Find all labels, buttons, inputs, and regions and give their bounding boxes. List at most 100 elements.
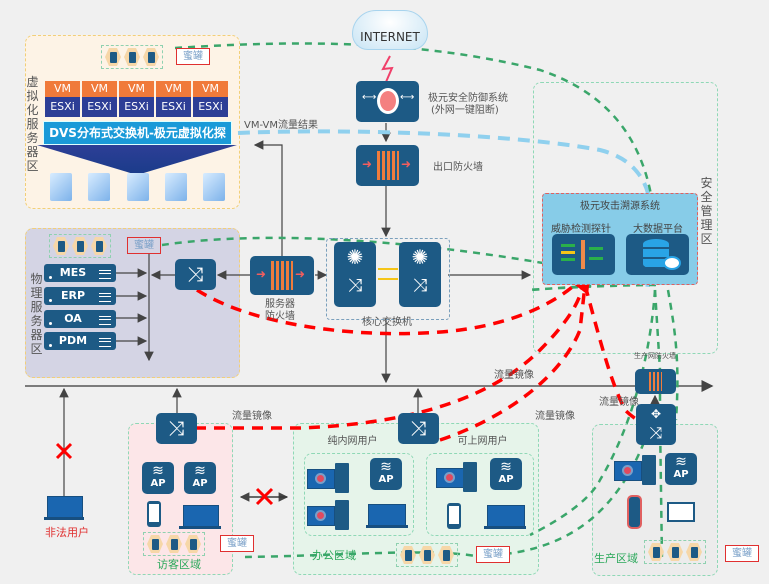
virtual-zone-title: 虚拟化服务器区 bbox=[26, 75, 39, 173]
intranet-pc-monitor-icon bbox=[307, 469, 335, 489]
production-firewall-label: 生产网防火墙 bbox=[634, 352, 676, 360]
security-zone-title: 安全管理区 bbox=[700, 176, 713, 246]
vm-label: VM bbox=[119, 81, 154, 97]
honeypot-label[interactable]: 蜜罐 bbox=[220, 535, 254, 552]
honeypot-node-icon bbox=[438, 546, 454, 564]
firewall-icon bbox=[649, 372, 662, 391]
mirror-label: 流量镜像 bbox=[599, 397, 639, 408]
server-firewall-device[interactable]: ➜ ➜ bbox=[250, 256, 314, 295]
probe-label: 威胁检测探针 bbox=[551, 224, 611, 235]
internet-cloud-icon bbox=[352, 10, 428, 50]
honeypot-node-icon bbox=[166, 535, 182, 553]
wifi-icon: ≋ bbox=[194, 463, 206, 479]
honeypot-nodes bbox=[49, 234, 111, 258]
intranet-users-group bbox=[304, 453, 414, 536]
defense-system-sublabel: (外网一键阻断) bbox=[431, 105, 499, 116]
mirror-label: 流量镜像 bbox=[494, 370, 534, 381]
guest-zone bbox=[128, 423, 233, 575]
core-switch-label: 核心交换机 bbox=[362, 317, 412, 328]
intranet-users-label: 纯内网用户 bbox=[327, 436, 378, 447]
core-link-icon bbox=[378, 268, 398, 280]
office-switch[interactable]: ⤨ bbox=[398, 413, 439, 444]
vm-label: VM bbox=[82, 81, 117, 97]
intranet-laptop-icon bbox=[368, 504, 406, 526]
production-pc-tower-icon bbox=[642, 455, 656, 485]
physical-zone-switch[interactable]: ⤨ bbox=[175, 259, 216, 290]
honeypot-nodes bbox=[644, 540, 706, 564]
firewall-icon bbox=[377, 151, 399, 180]
security-management-zone bbox=[533, 82, 718, 354]
production-pc-monitor-icon bbox=[614, 461, 642, 481]
honeypot-label[interactable]: 蜜罐 bbox=[176, 48, 210, 65]
server-oa[interactable]: OA bbox=[44, 310, 116, 328]
honeypot-label[interactable]: 蜜罐 bbox=[725, 545, 759, 562]
wifi-icon: ≋ bbox=[152, 463, 164, 479]
blocked-x-icon bbox=[255, 487, 274, 506]
internet-pc-monitor-icon bbox=[436, 468, 464, 488]
internet-link-icon bbox=[381, 55, 394, 83]
esxi-label: ESXi bbox=[82, 97, 117, 117]
esxi-label: ESXi bbox=[193, 97, 228, 117]
attack-tracing-system[interactable]: 极元攻击溯源系统 威胁检测探针 大数据平台 bbox=[542, 193, 698, 285]
server-host-icon bbox=[164, 173, 187, 201]
vm-flow-path bbox=[237, 129, 653, 231]
server-pdm[interactable]: PDM bbox=[44, 332, 116, 350]
internet-label: INTERNET bbox=[360, 30, 420, 44]
intranet-ap[interactable]: ≋AP bbox=[370, 458, 402, 490]
wifi-icon: ≋ bbox=[500, 459, 512, 475]
guest-phone-icon bbox=[147, 501, 161, 527]
eye-icon bbox=[663, 256, 681, 270]
attack-tracing-title: 极元攻击溯源系统 bbox=[580, 201, 660, 212]
office-zone-title: 办公区域 bbox=[312, 549, 356, 562]
server-host-icon bbox=[88, 173, 111, 201]
guest-ap-1[interactable]: ≋AP bbox=[142, 462, 174, 494]
exit-firewall-device[interactable]: ➜ ➜ bbox=[356, 145, 419, 186]
honeypot-label[interactable]: 蜜罐 bbox=[476, 546, 510, 563]
threat-probe-device[interactable] bbox=[552, 234, 615, 275]
vm-flow-label: VM-VM流量结果 bbox=[244, 120, 318, 131]
server-host-icon bbox=[50, 173, 72, 201]
illegal-user-laptop-icon[interactable] bbox=[47, 496, 83, 518]
honeypot-node-icon bbox=[147, 535, 163, 553]
guest-switch[interactable]: ⤨ bbox=[156, 413, 197, 444]
wifi-icon: ≋ bbox=[380, 459, 392, 475]
intranet-pc-monitor-icon bbox=[307, 506, 335, 526]
core-switch-a[interactable]: ✺⤨ bbox=[334, 242, 376, 307]
internet-phone-icon bbox=[447, 503, 461, 529]
vm-label: VM bbox=[156, 81, 191, 97]
security-defense-device[interactable]: ⟷ ⟷ bbox=[356, 81, 419, 122]
intranet-pc-tower-icon bbox=[335, 500, 349, 530]
internet-pc-tower-icon bbox=[463, 462, 477, 492]
production-switch[interactable]: ✥⤨ bbox=[636, 404, 676, 445]
honeypot-nodes bbox=[143, 532, 205, 556]
core-switch-b[interactable]: ✺⤨ bbox=[399, 242, 441, 307]
honeypot-nodes bbox=[101, 45, 163, 69]
honeypot-node-icon bbox=[72, 237, 88, 255]
handheld-scanner-icon bbox=[627, 495, 642, 529]
server-firewall-label: 服务器防火墙 bbox=[265, 299, 295, 322]
server-erp[interactable]: ERP bbox=[44, 287, 116, 305]
internet-laptop-icon bbox=[487, 505, 525, 527]
bigdata-label: 大数据平台 bbox=[633, 224, 683, 235]
dvs-switch-bar[interactable]: DVS分布式交换机-极元虚拟化探针 bbox=[43, 121, 232, 162]
wifi-icon: ≋ bbox=[675, 454, 687, 470]
server-mes[interactable]: MES bbox=[44, 264, 116, 282]
honeypot-label[interactable]: 蜜罐 bbox=[127, 237, 161, 254]
honeypot-node-icon bbox=[648, 543, 664, 561]
internet-ap[interactable]: ≋AP bbox=[490, 458, 522, 490]
core-switch-group bbox=[326, 238, 450, 320]
guest-ap-2[interactable]: ≋AP bbox=[184, 462, 216, 494]
vm-label: VM bbox=[45, 81, 80, 97]
bigdata-platform-device[interactable] bbox=[626, 234, 689, 275]
server-host-icon bbox=[126, 173, 149, 201]
honeypot-node-icon bbox=[91, 237, 107, 255]
laptop-base bbox=[484, 526, 526, 529]
production-ap[interactable]: ≋AP bbox=[665, 453, 697, 485]
production-firewall-device[interactable] bbox=[635, 369, 676, 394]
honeypot-node-icon bbox=[686, 543, 702, 561]
